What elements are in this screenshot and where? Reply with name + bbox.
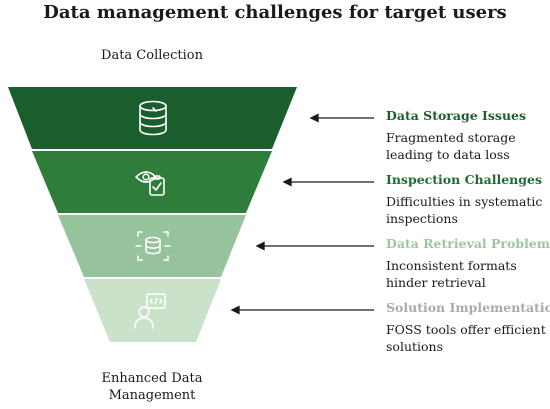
stage-1-description: Fragmented storage leading to data loss [386,130,516,162]
stage-3-description: Inconsistent formats hinder retrieval [386,258,517,290]
eye-clipboard-icon [135,171,165,196]
database-icon [139,100,167,136]
stage-2-title: Inspection Challenges [386,172,542,187]
funnel-stage-3 [58,215,246,277]
stage-4-title: Solution Implementation [386,300,550,315]
data-retrieval-icon [135,231,171,261]
arrow-stage-3 [255,241,374,251]
stage-4-description: FOSS tools offer efficient solutions [386,322,546,354]
stage-2-description: Difficulties in systematic inspections [386,194,543,226]
arrow-stage-1 [309,113,374,123]
funnel-stage-2 [32,151,272,213]
funnel-top-label: Data Collection [101,48,203,63]
diagram-title: Data management challenges for target us… [43,2,507,23]
arrow-stage-4 [230,305,374,315]
stage-1-title: Data Storage Issues [386,108,527,123]
funnel-bottom-label: Enhanced Data Management [101,371,203,403]
funnel-stage-4 [84,279,221,342]
stage-3-title: Data Retrieval Problems [386,236,550,251]
arrow-stage-2 [282,177,374,187]
developer-code-icon [134,293,166,329]
